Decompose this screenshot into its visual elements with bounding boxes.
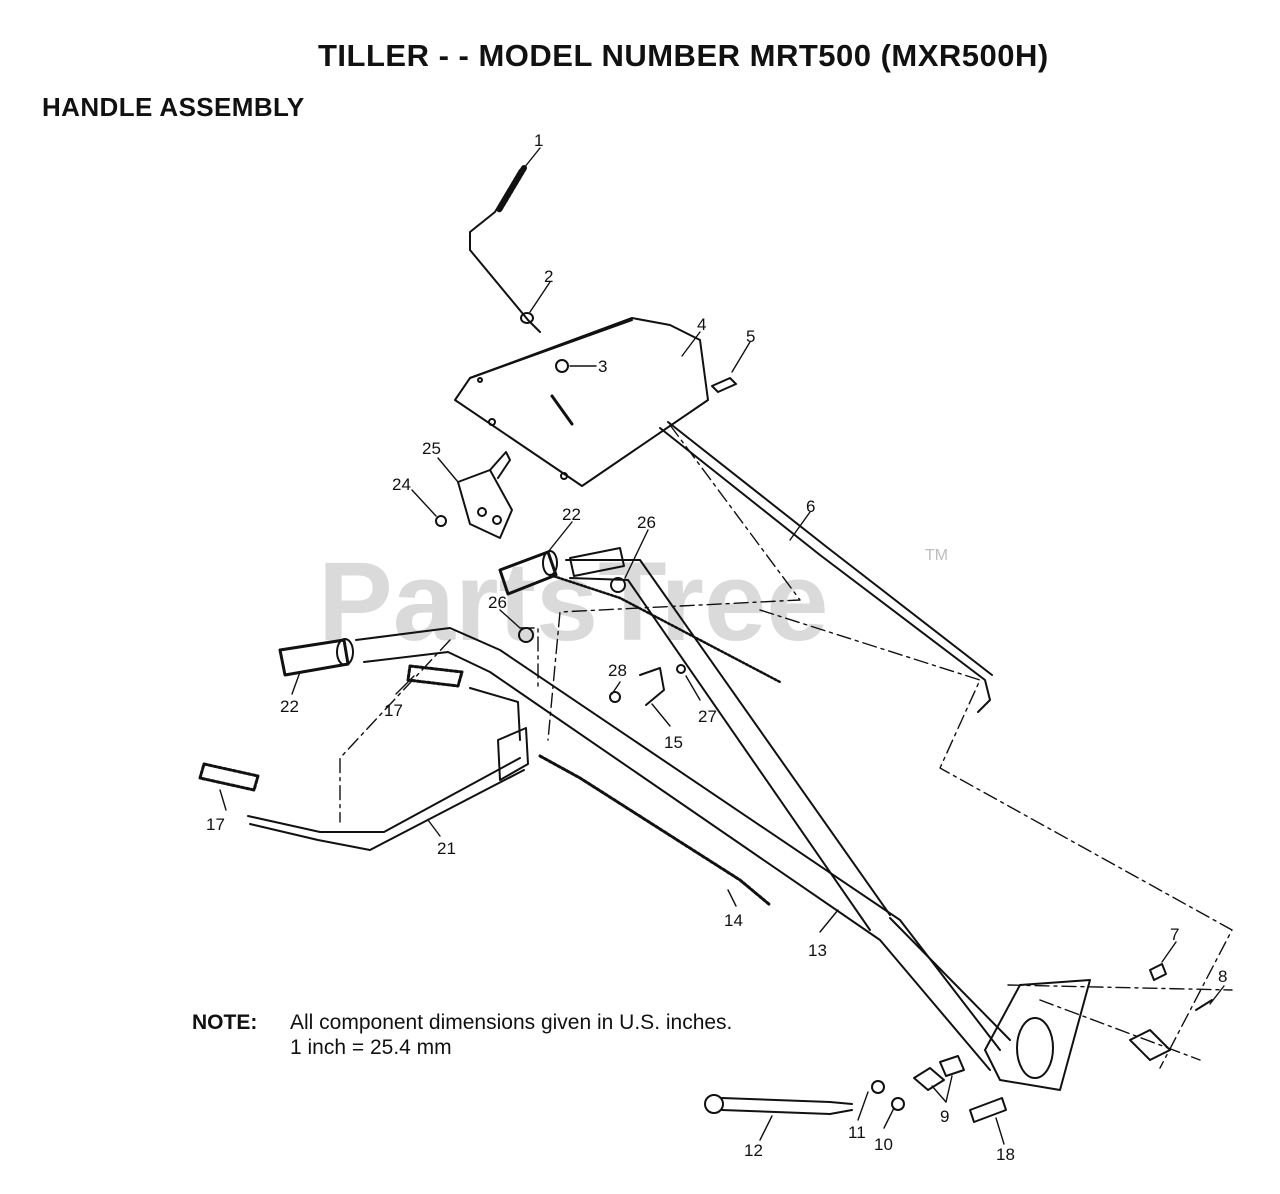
leader-lines: [219, 147, 1225, 1145]
callout-14: 14: [724, 911, 743, 930]
callout-17-upper: 17: [384, 701, 403, 720]
callout-15: 15: [664, 733, 683, 752]
callout-4: 4: [697, 315, 706, 334]
callout-1: 1: [534, 131, 543, 150]
callout-8: 8: [1218, 967, 1227, 986]
callout-21: 21: [437, 839, 456, 858]
part-9-spacer-b: [939, 1055, 965, 1077]
callout-11: 11: [848, 1123, 866, 1142]
part-26-nut-upper: [610, 577, 626, 593]
assembly-subtitle: HANDLE ASSEMBLY: [42, 92, 305, 122]
part-24-nut: [435, 515, 447, 527]
part-18-bolt: [969, 1097, 1007, 1123]
dimension-note: NOTE: All component dimensions given in U…: [192, 1010, 732, 1060]
callout-12: 12: [744, 1141, 763, 1160]
part-21-lever-rod: [247, 687, 525, 851]
part-13-handle-tube: [355, 559, 1011, 1071]
upper-grip-foam: [569, 547, 625, 577]
part-2-ferrule: [520, 312, 534, 324]
callout-27: 27: [698, 707, 717, 726]
callout-9: 9: [940, 1107, 949, 1126]
callout-22-upper: 22: [562, 505, 581, 524]
watermark-tm: TM: [925, 547, 948, 564]
note-label: NOTE:: [192, 1011, 258, 1034]
callout-26-upper: 26: [637, 513, 656, 532]
callout-6: 6: [806, 497, 815, 516]
callout-24: 24: [392, 475, 411, 494]
callout-25: 25: [422, 439, 441, 458]
part-17-grip-lower: [198, 762, 260, 792]
part-11-washer: [871, 1080, 885, 1094]
part-28-nut: [609, 691, 621, 703]
lever-bracket: [497, 727, 529, 781]
diagram-title: TILLER - - MODEL NUMBER MRT500 (MXR500H): [318, 38, 1049, 73]
lower-handle-bracket: [984, 979, 1091, 1091]
part-14-cable: [538, 754, 772, 907]
part-1-rod-spring: [469, 165, 541, 333]
part-4-control-panel: [454, 317, 709, 487]
control-cable-upper: [548, 573, 782, 684]
callout-10: 10: [874, 1135, 893, 1154]
callout-5: 5: [746, 327, 755, 346]
part-6-rod-edge: [667, 421, 993, 676]
part-5-bolt: [711, 377, 737, 393]
alignment-lines: [339, 424, 1233, 1069]
part-15-clip: [639, 667, 665, 706]
callout-18: 18: [996, 1145, 1015, 1164]
part-8-bracket: [1129, 1029, 1171, 1061]
note-line-1: All component dimensions given in U.S. i…: [290, 1011, 733, 1034]
callout-22-lower: 22: [280, 697, 299, 716]
part-3-screw: [550, 359, 574, 426]
callout-26-lower: 26: [488, 593, 507, 612]
part-25-control-bracket: [457, 451, 513, 539]
part-22-grip-lower: [278, 638, 354, 677]
part-26-nut-lower: [518, 627, 534, 643]
callout-numbers: 1 2 3 4 5 6 25 24 22 26 26 22 17 28 27 1…: [206, 131, 1227, 1164]
part-10-nut: [891, 1097, 905, 1111]
callout-17-lower: 17: [206, 815, 225, 834]
part-6-long-rod: [659, 427, 991, 713]
part-9-spacer-a: [913, 1067, 945, 1091]
callout-7: 7: [1170, 925, 1179, 944]
part-12-lever: [704, 1094, 853, 1115]
note-line-2: 1 inch = 25.4 mm: [290, 1036, 452, 1059]
part-17-grip-upper: [406, 664, 464, 688]
part-27-washer: [676, 664, 686, 674]
part-7-bolt: [1149, 963, 1167, 981]
callout-3: 3: [598, 357, 607, 376]
callout-13: 13: [808, 941, 827, 960]
part-8-pin: [1195, 999, 1213, 1011]
callout-28: 28: [608, 661, 627, 680]
callout-2: 2: [544, 267, 553, 286]
